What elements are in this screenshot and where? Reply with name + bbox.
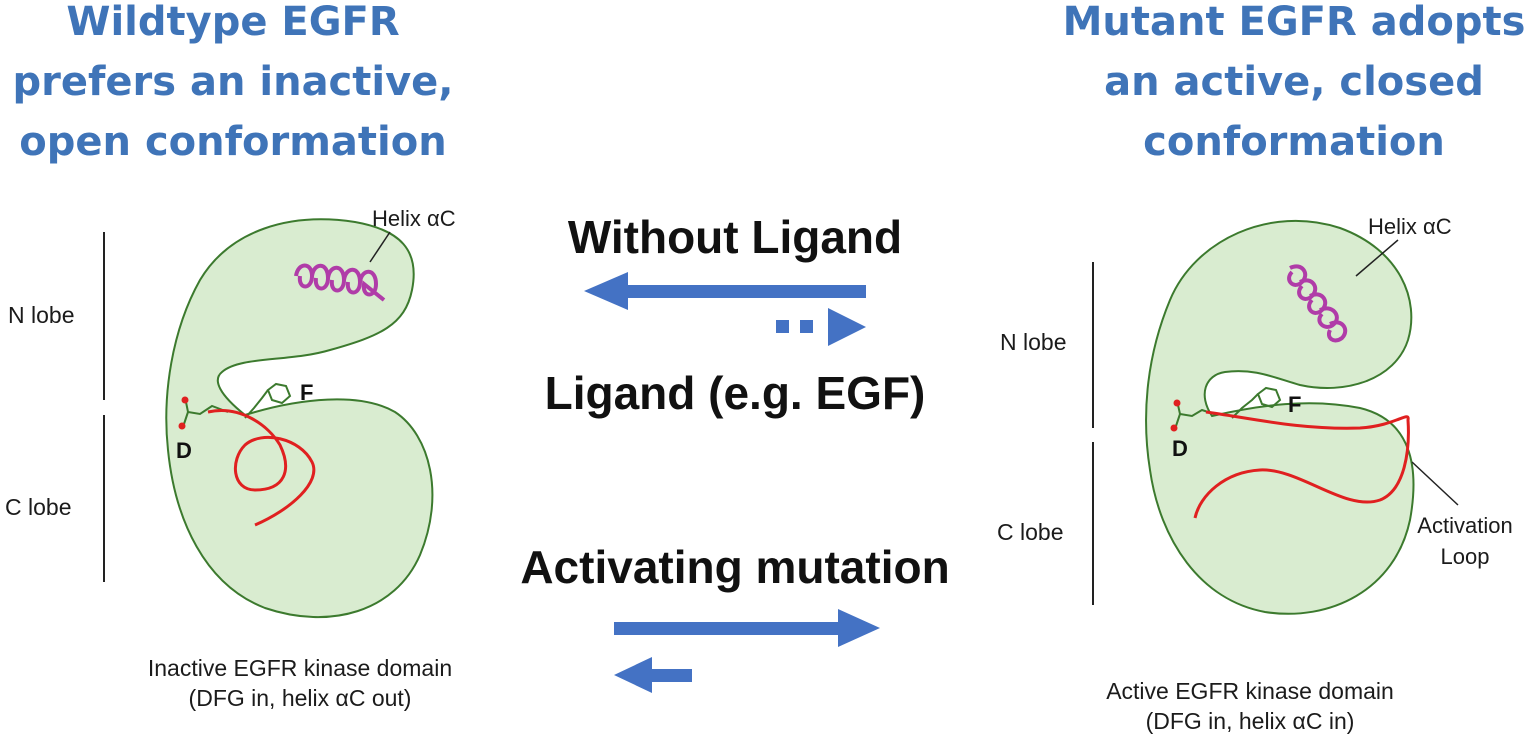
left-caption-line-1: Inactive EGFR kinase domain	[147, 655, 453, 681]
left-title-line-2: prefers an inactive,	[12, 59, 454, 105]
activation-loop-pointer	[1411, 461, 1459, 506]
left-c-lobe-label: C lobe	[5, 494, 71, 520]
right-c-lobe-label: C lobe	[997, 519, 1063, 545]
left-f-label: F	[300, 380, 313, 405]
right-title-line-1: Mutant EGFR adopts	[1062, 0, 1526, 45]
left-activation-loop	[207, 409, 316, 527]
arrow-to-active-shaft	[614, 622, 846, 635]
right-caption-line-2: (DFG in, helix αC in)	[1145, 708, 1355, 734]
left-caption: Inactive EGFR kinase domain (DFG in, hel…	[120, 653, 480, 713]
right-helix-pointer	[1355, 239, 1399, 277]
right-helix-label: Helix αC	[1368, 214, 1452, 239]
arrow-small-left-shaft	[646, 669, 692, 682]
left-helix-pointer	[369, 231, 391, 263]
arrow-small-left-head	[614, 657, 652, 693]
right-helix-ac	[1287, 264, 1348, 343]
activating-mutation-label: Activating mutation	[520, 541, 950, 593]
right-title-line-3: conformation	[1143, 119, 1445, 165]
right-title: Mutant EGFR adopts an active, closed con…	[1062, 0, 1526, 172]
left-title: Wildtype EGFR prefers an inactive, open …	[0, 0, 466, 172]
left-n-lobe-label: N lobe	[8, 302, 74, 328]
right-f-label: F	[1288, 392, 1301, 417]
right-kinase-domain	[1145, 219, 1415, 615]
dash-1	[776, 320, 789, 333]
left-title-line-3: open conformation	[19, 119, 447, 165]
left-dfg-motif	[178, 382, 292, 430]
activation-loop-label-1: Activation	[1417, 513, 1512, 538]
left-helix-label: Helix αC	[372, 206, 456, 231]
left-d-label: D	[176, 438, 192, 463]
arrow-to-inactive-head	[584, 272, 628, 310]
equilibrium-arrows	[584, 272, 880, 693]
right-caption: Active EGFR kinase domain (DFG in, helix…	[1060, 676, 1440, 736]
left-helix-ac	[294, 263, 386, 302]
right-dfg-motif	[1170, 386, 1282, 432]
left-caption-line-2: (DFG in, helix αC out)	[188, 685, 412, 711]
left-kinase-domain	[165, 218, 434, 619]
right-activation-loop	[1193, 410, 1410, 519]
dash-2	[800, 320, 813, 333]
arrow-small-right-head	[828, 308, 866, 346]
without-ligand-label: Without Ligand	[567, 211, 903, 263]
right-d-label: D	[1172, 436, 1188, 461]
activation-loop-label-2: Loop	[1441, 544, 1490, 569]
ligand-label: Ligand (e.g. EGF)	[544, 367, 926, 419]
right-caption-line-1: Active EGFR kinase domain	[1106, 678, 1394, 704]
left-title-line-1: Wildtype EGFR	[66, 0, 400, 45]
arrow-to-inactive-shaft	[620, 285, 866, 298]
right-title-line-2: an active, closed	[1104, 59, 1484, 105]
arrow-to-active-head	[838, 609, 880, 647]
right-n-lobe-label: N lobe	[1000, 329, 1066, 355]
